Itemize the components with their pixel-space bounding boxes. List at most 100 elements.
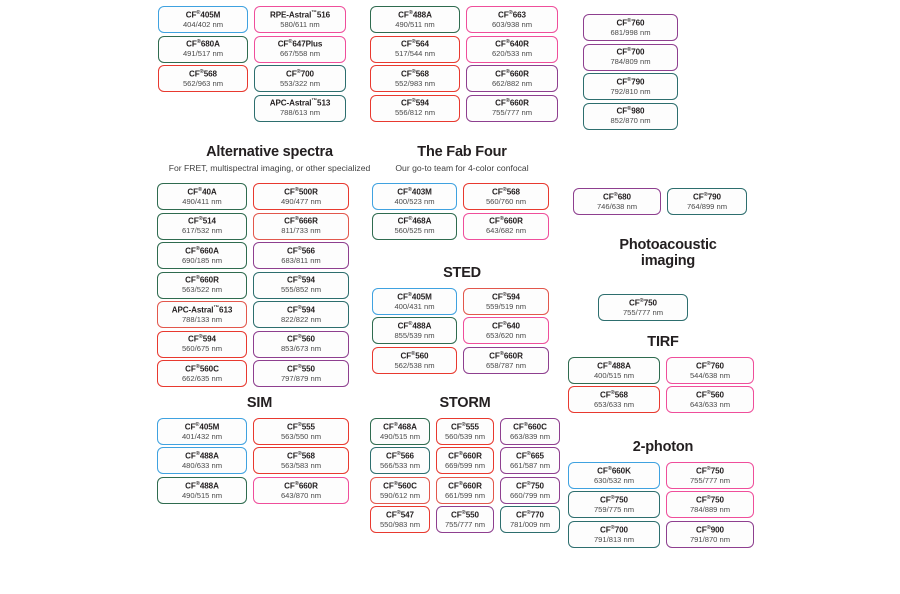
dye-code: 660R [298,481,318,491]
trademark-mark: ® [297,451,302,458]
dye-spectrum: 746/638 nm [596,201,638,211]
dye-name: APC-Astral™613 [171,304,233,315]
dye-code: 568 [415,69,429,79]
dye-name: CF®405M [397,291,432,302]
dye-code: 555 [301,422,315,432]
trademark-mark: ® [607,465,612,472]
trademark-mark: ® [396,510,401,517]
dye-code: 680 [617,192,631,202]
dye-code: 594 [415,98,429,108]
dye-code: 750 [614,495,628,505]
dye-code: 564 [415,39,429,49]
dye-spectrum: 643/633 nm [689,400,731,410]
trademark-mark: ® [288,39,293,46]
dye-spectrum: 667/558 nm [279,49,321,59]
dye-spectrum: 563/522 nm [181,285,223,295]
dye-code: 594 [301,276,315,286]
dye-code: 640R [509,39,529,49]
dye-name: CF®560 [287,334,315,345]
